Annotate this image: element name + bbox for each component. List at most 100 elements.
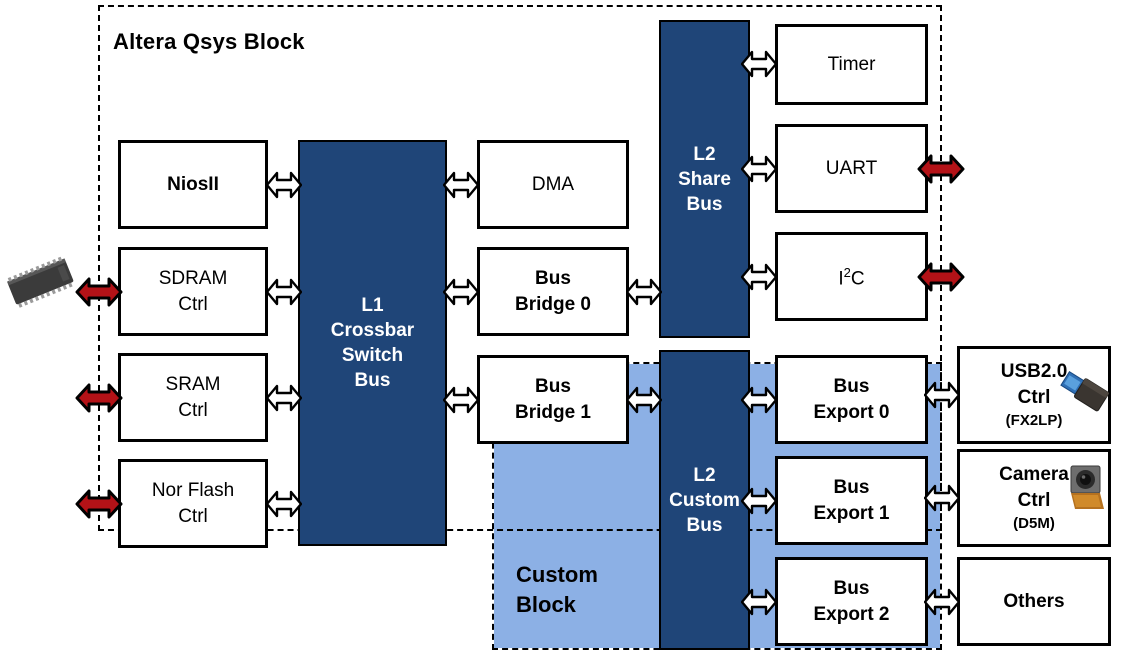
module-bus-bridge-0-line1: Bus: [535, 267, 571, 289]
memory-chip-icon: [4, 255, 78, 316]
arrow-external-nor-flash: [75, 484, 123, 524]
arrow-bus-export-1-to-camera: [924, 479, 960, 517]
arrow-l2-custom-to-bus-export-0: [741, 381, 777, 419]
module-dma[interactable]: DMA: [477, 140, 629, 229]
bus-l2-custom-label: L2 Custom Bus: [669, 463, 740, 538]
module-bus-bridge-1[interactable]: Bus Bridge 1: [477, 355, 629, 444]
module-dma-label: DMA: [531, 173, 575, 195]
module-bus-export-0-line2: Export 0: [813, 401, 890, 423]
module-usb2-ctrl-line2: Ctrl: [1017, 387, 1051, 408]
module-sdram-ctrl-line2: Ctrl: [178, 293, 208, 315]
arrow-l2-share-to-i2c: [741, 258, 777, 296]
arrow-niosii-to-l1: [266, 166, 302, 204]
module-bus-export-2[interactable]: Bus Export 2: [775, 557, 928, 646]
arrow-l2-custom-to-bus-export-1: [741, 482, 777, 520]
bus-l1-crossbar-switch[interactable]: L1 Crossbar Switch Bus: [298, 140, 447, 546]
module-bus-bridge-1-line2: Bridge 1: [514, 401, 592, 423]
module-nor-flash-ctrl-line1: Nor Flash: [151, 479, 235, 501]
module-bus-export-0-label: Bus Export 0: [813, 374, 889, 426]
module-sram-ctrl[interactable]: SRAM Ctrl: [118, 353, 268, 442]
bus-l2-custom-line1: L2: [693, 464, 716, 486]
arrow-l2-custom-to-bus-export-2: [741, 583, 777, 621]
module-others[interactable]: Others: [957, 557, 1111, 646]
bus-l2-share-line1: L2: [693, 143, 716, 165]
module-sram-ctrl-line2: Ctrl: [178, 399, 208, 421]
module-niosii-label: NiosII: [167, 173, 219, 195]
module-bus-export-2-label: Bus Export 2: [813, 576, 889, 628]
module-sdram-ctrl[interactable]: SDRAM Ctrl: [118, 247, 268, 336]
module-bus-export-0[interactable]: Bus Export 0: [775, 355, 928, 444]
module-sdram-ctrl-line1: SDRAM: [158, 267, 228, 289]
bus-l1-crossbar-switch-label: L1 Crossbar Switch Bus: [331, 293, 414, 393]
module-bus-bridge-0[interactable]: Bus Bridge 0: [477, 247, 629, 336]
arrow-l2-share-to-timer: [741, 45, 777, 83]
module-nor-flash-ctrl-label: Nor Flash Ctrl: [152, 478, 234, 530]
module-sram-ctrl-label: SRAM Ctrl: [166, 372, 221, 424]
module-sdram-ctrl-label: SDRAM Ctrl: [159, 266, 228, 318]
module-bus-bridge-1-line1: Bus: [535, 375, 571, 397]
module-bus-export-2-line1: Bus: [833, 577, 870, 599]
arrow-l2-share-to-uart: [741, 150, 777, 188]
module-timer[interactable]: Timer: [775, 24, 928, 105]
bus-l2-share[interactable]: L2 Share Bus: [659, 20, 750, 338]
module-timer-label: Timer: [827, 53, 876, 75]
module-i2c-label: I2C: [838, 260, 864, 292]
module-uart-label: UART: [825, 157, 878, 179]
arrow-l1-to-bus-bridge-1: [443, 381, 479, 419]
bus-l2-share-line3: Bus: [686, 193, 723, 215]
bus-l2-custom-line3: Bus: [686, 514, 723, 536]
arrow-sram-to-l1: [266, 379, 302, 417]
arrow-sdram-to-l1: [266, 273, 302, 311]
module-i2c-tail: C: [850, 268, 865, 290]
arrow-external-uart: [917, 149, 965, 189]
bus-l1-line1: L1: [361, 295, 384, 316]
arrow-bus-export-0-to-usb2: [924, 376, 960, 414]
module-nor-flash-ctrl[interactable]: Nor Flash Ctrl: [118, 459, 268, 548]
arrow-bus-export-2-to-others: [924, 583, 960, 621]
module-usb2-ctrl-line3: (FX2LP): [1005, 412, 1063, 429]
module-usb2-ctrl-label: USB2.0 Ctrl (FX2LP): [1001, 359, 1068, 431]
arrow-l1-to-dma: [443, 166, 479, 204]
bus-l1-line3: Switch: [341, 345, 404, 366]
module-uart[interactable]: UART: [775, 124, 928, 213]
qsys-region-title: Altera Qsys Block: [113, 29, 305, 54]
module-camera-ctrl-line2: Ctrl: [1017, 490, 1051, 511]
custom-block-title-line2: Block: [516, 592, 576, 617]
module-others-label: Others: [1003, 590, 1065, 612]
custom-block-title-line1: Custom: [516, 562, 598, 587]
module-bus-bridge-0-line2: Bridge 0: [514, 293, 592, 315]
bus-l2-share-label: L2 Share Bus: [678, 142, 731, 217]
module-i2c-letter: I: [838, 268, 844, 290]
module-sram-ctrl-line1: SRAM: [165, 373, 221, 395]
module-bus-export-1-line2: Export 1: [813, 502, 890, 524]
arrow-external-sram: [75, 378, 123, 418]
bus-l1-line4: Bus: [354, 370, 391, 391]
module-bus-export-1[interactable]: Bus Export 1: [775, 456, 928, 545]
usb-connector-icon: [1059, 368, 1111, 421]
arrow-external-i2c: [917, 257, 965, 297]
module-bus-bridge-1-label: Bus Bridge 1: [515, 374, 591, 426]
module-camera-ctrl[interactable]: Camera Ctrl (D5M): [957, 449, 1111, 547]
module-bus-export-0-line1: Bus: [833, 375, 870, 397]
module-bus-bridge-0-label: Bus Bridge 0: [515, 266, 591, 318]
custom-block-region-title: Custom Block: [516, 560, 598, 620]
bus-l2-custom[interactable]: L2 Custom Bus: [659, 350, 750, 650]
module-camera-ctrl-label: Camera Ctrl (D5M): [999, 462, 1069, 534]
arrow-external-sdram: [75, 272, 123, 312]
bus-l2-share-line2: Share: [678, 168, 731, 190]
module-bus-export-2-line2: Export 2: [813, 603, 890, 625]
module-camera-ctrl-line1: Camera: [999, 464, 1069, 485]
module-niosii[interactable]: NiosII: [118, 140, 268, 229]
qsys-region-boundary: [98, 5, 942, 531]
arrow-nor-flash-to-l1: [266, 485, 302, 523]
arrow-bus-bridge-0-to-l2-share: [626, 273, 662, 311]
module-camera-ctrl-line3: (D5M): [1013, 515, 1055, 532]
camera-module-icon: [1063, 462, 1111, 519]
arrow-l1-to-bus-bridge-0: [443, 273, 479, 311]
module-i2c[interactable]: I2C: [775, 232, 928, 321]
module-usb2-ctrl-line1: USB2.0: [1000, 361, 1068, 382]
arrow-bus-bridge-1-to-l2-custom: [626, 381, 662, 419]
module-bus-export-1-line1: Bus: [833, 476, 870, 498]
bus-l2-custom-line2: Custom: [669, 489, 740, 511]
